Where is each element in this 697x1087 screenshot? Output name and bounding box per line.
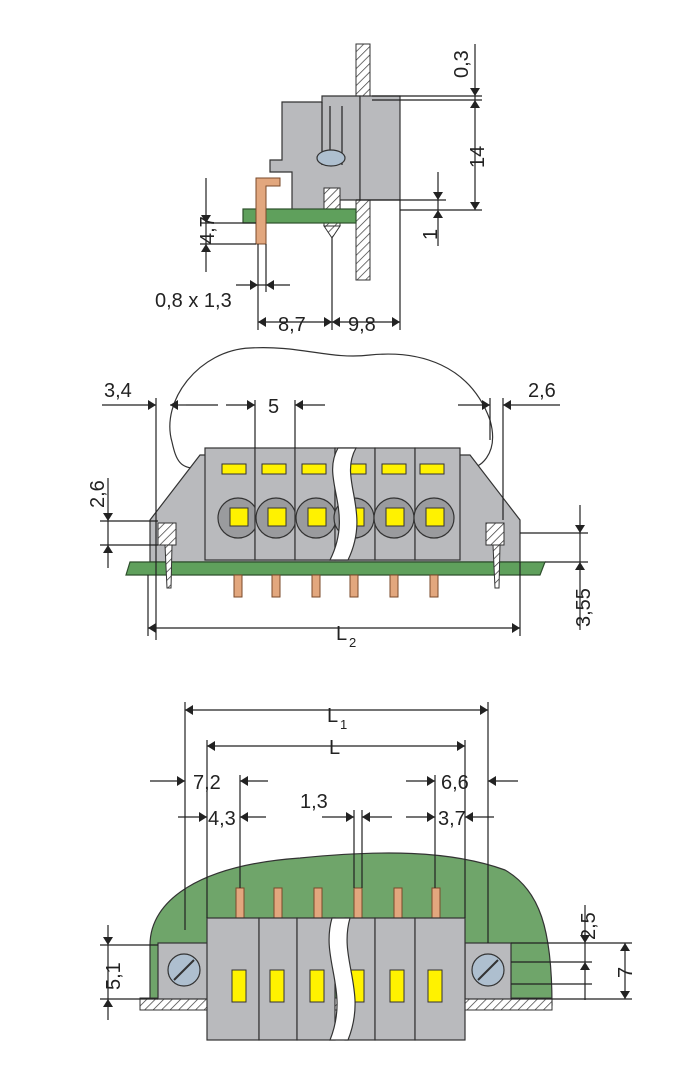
dim-1-3: 1,3 (300, 791, 328, 813)
front-view: 3,4 5 2,6 2,6 3,55 (87, 347, 595, 650)
side-view: 0,3 14 1 4,7 0,8 x 1,3 8,7 9,8 (155, 43, 489, 336)
dim-14: 14 (467, 146, 489, 168)
dim-L2: L (336, 623, 347, 645)
dim-4-7: 4,7 (197, 216, 219, 244)
dim-8-7: 8,7 (278, 314, 306, 336)
pole (374, 887, 416, 1041)
dim-L1-subscript: 1 (340, 717, 347, 732)
screw-head-icon (316, 149, 346, 167)
dim-L1: L (327, 705, 338, 727)
dim-7: 7 (615, 967, 637, 978)
side-housing (269, 95, 361, 211)
dim-L: L (329, 737, 340, 759)
dim-4-3: 4,3 (208, 808, 236, 830)
dim-3-55: 3,55 (573, 588, 595, 627)
dim-2-6-right: 2,6 (528, 380, 556, 402)
dim-5-1: 5,1 (103, 962, 125, 990)
pole (413, 447, 461, 598)
side-pcb (242, 208, 357, 224)
front-pcb (125, 561, 546, 576)
dim-7-2: 7,2 (193, 772, 221, 794)
flange-screw-right (485, 522, 505, 546)
pole (294, 447, 337, 598)
break-gap-top (328, 917, 356, 1041)
flange-screw-left (157, 522, 177, 546)
dim-0-8x1-3: 0,8 x 1,3 (155, 290, 232, 312)
side-housing-rear (359, 95, 401, 201)
pole (254, 447, 297, 598)
pole (206, 887, 260, 1041)
pole (258, 887, 298, 1041)
top-poles (206, 887, 466, 1041)
screw-tip (323, 225, 341, 239)
dim-3-4: 3,4 (104, 380, 132, 402)
dim-3-7: 3,7 (438, 808, 466, 830)
top-view: L 1 L 7,2 6,6 4,3 1,3 (100, 702, 637, 1041)
dim-9-8: 9,8 (348, 314, 376, 336)
dim-5: 5 (268, 396, 279, 418)
pole (414, 887, 466, 1041)
break-gap (329, 447, 358, 561)
dim-L2-subscript: 2 (349, 635, 356, 650)
dim-0-3: 0,3 (451, 50, 473, 78)
dim-6-6: 6,6 (441, 772, 469, 794)
dim-2-6-left: 2,6 (87, 480, 109, 508)
dim-1: 1 (420, 229, 442, 240)
dim-2-5: 2,5 (578, 912, 600, 940)
pole (373, 447, 416, 598)
